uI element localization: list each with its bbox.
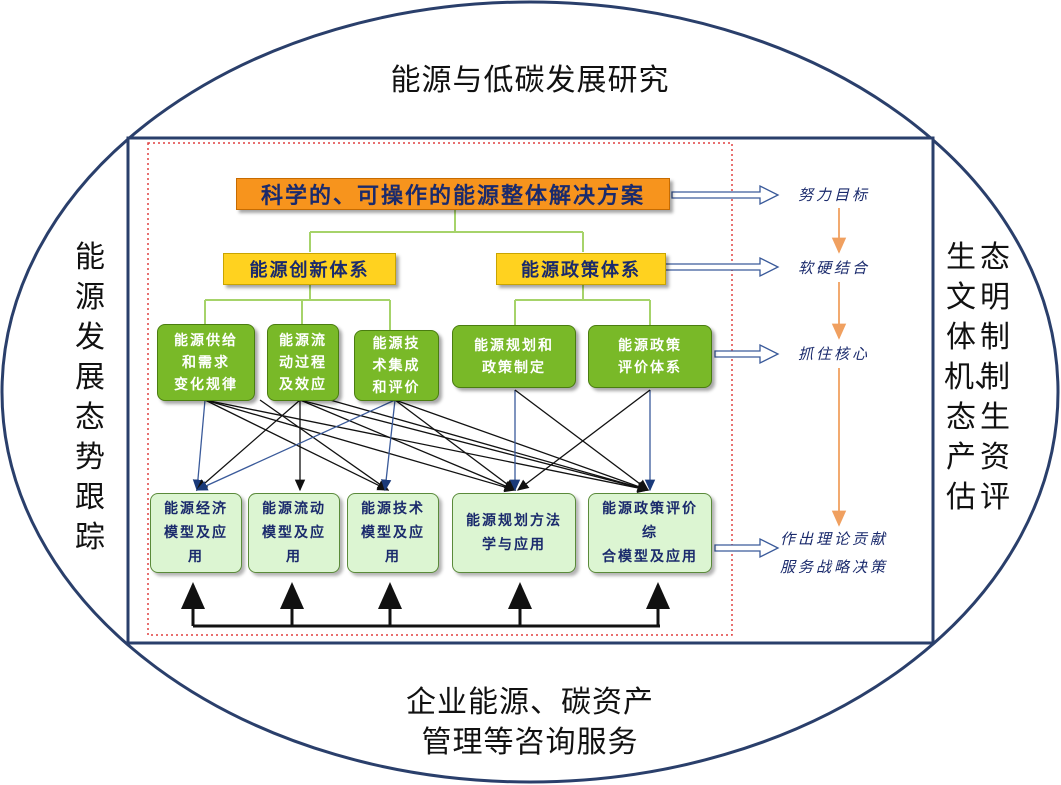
planning-method-line1: 能源规划方法	[466, 513, 562, 529]
economic-model-line2: 模型及应用	[164, 525, 228, 565]
tech-model-line1: 能源技术	[361, 501, 425, 517]
planning-policy-line2: 政策制定	[482, 359, 546, 376]
solution-box: 科学的、可操作的能源整体解决方案	[236, 178, 670, 210]
dashed-frame	[147, 142, 733, 636]
connector-top-mid	[204, 208, 651, 330]
economic-model-line1: 能源经济	[164, 501, 228, 517]
supply-demand-line2: 和需求	[182, 354, 230, 371]
planning-policy-box: 能源规划和 政策制定	[452, 325, 576, 388]
tech-integration-line2: 术集成	[372, 357, 421, 374]
bottom-title-line2: 管理等咨询服务	[421, 725, 639, 760]
right-title-col1: 生文体机、态产估	[944, 240, 1004, 515]
policy-eval-model-box: 能源政策评价综 合模型及应用	[588, 493, 712, 573]
flow-model-box: 能源流动 模型及应用	[248, 493, 340, 573]
policy-system-box: 能源政策体系	[496, 253, 666, 285]
supply-demand-line3: 变化规律	[174, 376, 238, 393]
planning-method-line2: 学与应用	[482, 537, 546, 553]
tech-integration-box: 能源技 术集成 和评价	[354, 330, 439, 401]
policy-evaluation-line2: 评价体系	[618, 359, 682, 376]
contribution-note-line1: 作出理论贡献	[780, 530, 889, 548]
policy-eval-model-line2: 合模型及应用	[602, 549, 698, 565]
tech-model-line2: 模型及应用	[361, 525, 425, 565]
policy-eval-model-line1: 能源政策评价综	[602, 501, 698, 541]
energy-flow-box: 能源流 动过程 及效应	[267, 324, 339, 401]
feedback-bus	[181, 582, 670, 628]
contribution-note-line2: 服务战略决策	[780, 558, 889, 576]
energy-flow-line1: 能源流	[279, 332, 327, 349]
right-title-col2: 态明制制生资评	[980, 240, 1010, 515]
tech-integration-line3: 和评价	[372, 379, 421, 396]
core-note: 抓住核心	[798, 345, 871, 363]
cross-arrows	[192, 389, 656, 494]
top-title: 能源与低碳发展研究	[390, 63, 670, 98]
tech-model-box: 能源技术 模型及应用	[347, 493, 439, 573]
planning-method-box: 能源规划方法 学与应用	[452, 493, 576, 573]
flow-model-line2: 模型及应用	[262, 525, 326, 565]
supply-demand-line1: 能源供给	[174, 332, 238, 349]
planning-policy-line1: 能源规划和	[474, 337, 554, 354]
energy-flow-line3: 及效应	[279, 376, 327, 393]
innovation-system-box: 能源创新体系	[223, 253, 396, 285]
goal-note: 努力目标	[798, 186, 871, 204]
flow-model-line1: 能源流动	[262, 501, 326, 517]
left-title: 能源发展态势跟踪	[75, 240, 105, 555]
tech-integration-line1: 能源技	[372, 335, 421, 352]
policy-evaluation-box: 能源政策 评价体系	[588, 325, 712, 388]
combine-note: 软硬结合	[798, 259, 871, 277]
economic-model-box: 能源经济 模型及应用	[150, 493, 242, 573]
supply-demand-box: 能源供给 和需求 变化规律	[157, 324, 255, 401]
bottom-title-line1: 企业能源、碳资产	[406, 685, 654, 720]
policy-evaluation-line1: 能源政策	[618, 337, 682, 354]
energy-flow-line2: 动过程	[279, 354, 327, 371]
side-arrows	[659, 184, 780, 559]
